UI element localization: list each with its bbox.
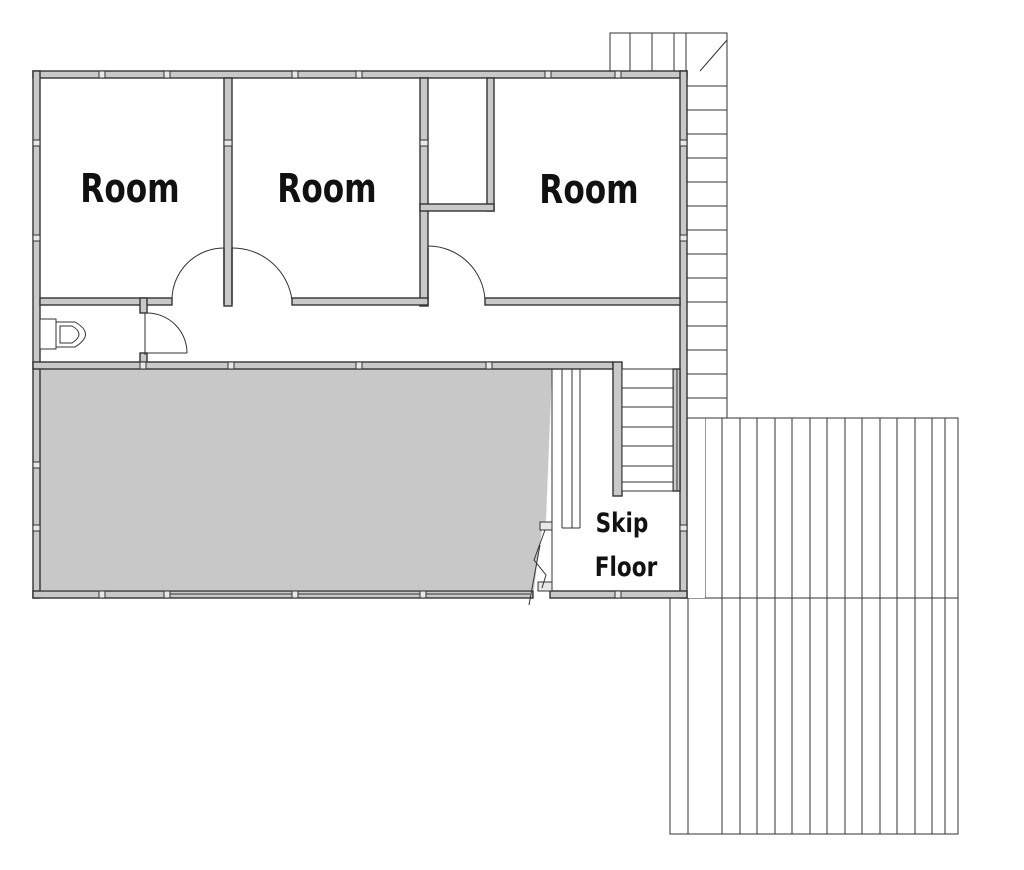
- room-label-left: Room: [80, 166, 179, 212]
- shaded-room-area: [40, 367, 552, 590]
- room-label-middle: Room: [277, 166, 376, 212]
- deck: [669, 417, 959, 835]
- room-label-right: Room: [539, 167, 638, 213]
- deck-gap: [686, 418, 705, 598]
- skip-floor-label-line2: Floor: [595, 551, 657, 583]
- deck-board-lines: [687, 418, 946, 834]
- doors: [144, 245, 541, 606]
- toilet-icon: [39, 318, 86, 350]
- deck-lower-boards: [669, 597, 959, 835]
- exterior-stair: [609, 32, 728, 419]
- interior-stair: [533, 368, 678, 592]
- skip-floor-label-line1: Skip: [596, 507, 649, 539]
